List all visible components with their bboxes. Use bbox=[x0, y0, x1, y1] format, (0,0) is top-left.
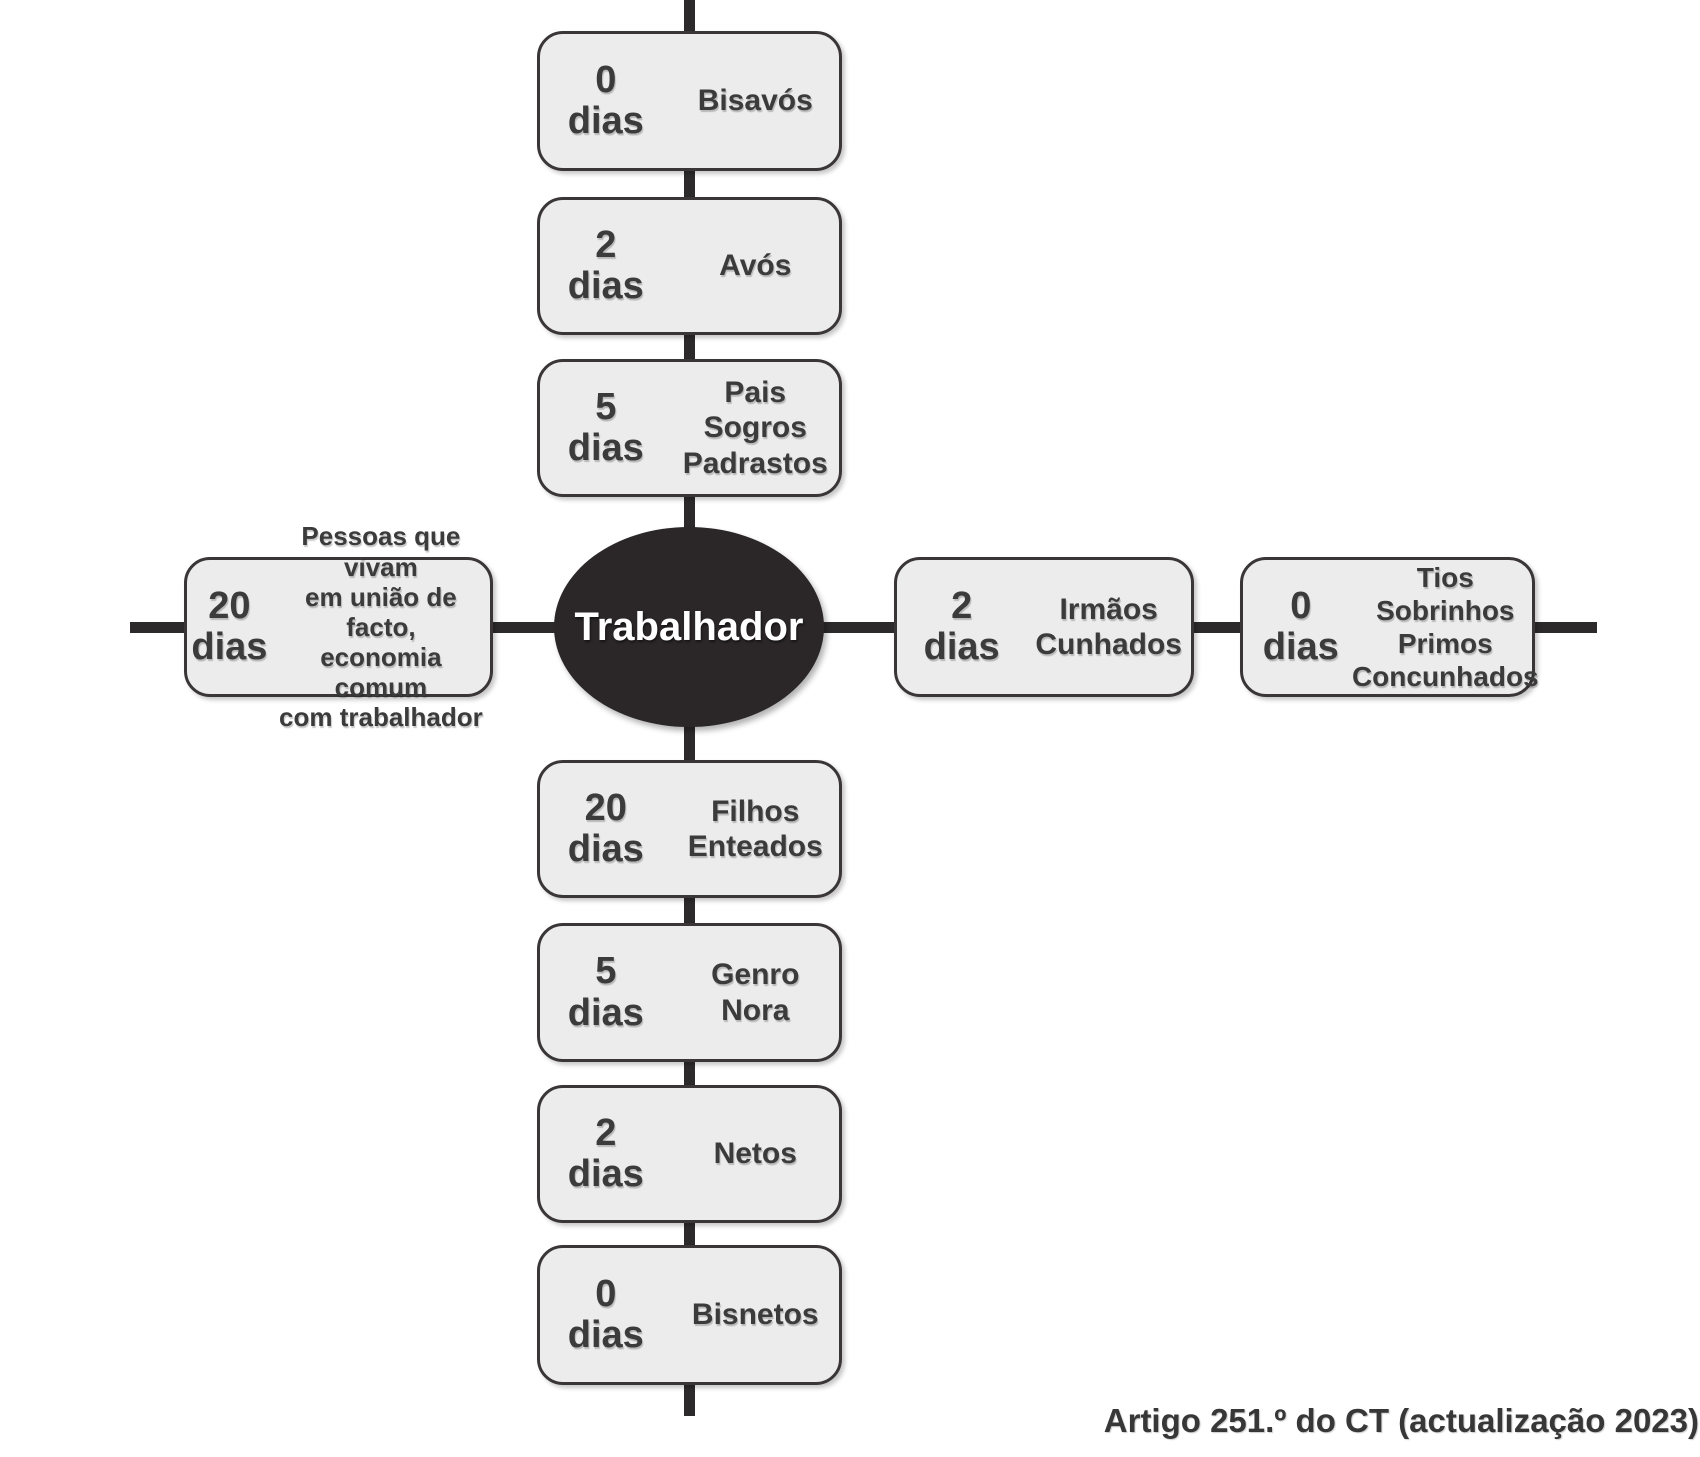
label-line: Pessoas que vivam bbox=[301, 521, 461, 582]
node-days: 2 dias bbox=[540, 223, 672, 307]
label-line: Padrastos bbox=[682, 446, 828, 480]
label-line: Irmãos bbox=[1059, 592, 1158, 626]
node-label: Genro Nora bbox=[672, 957, 839, 1027]
label-line: Netos bbox=[713, 1137, 797, 1171]
node-days: 2 dias bbox=[897, 584, 1026, 668]
node-filhos-enteados: 20 dias Filhos Enteados bbox=[537, 760, 842, 898]
days-unit: dias bbox=[567, 991, 644, 1034]
node-netos: 2 dias Netos bbox=[537, 1085, 842, 1223]
node-days: 0 dias bbox=[540, 1272, 672, 1356]
label-line: Bisavós bbox=[697, 84, 813, 118]
days-unit: dias bbox=[567, 828, 644, 870]
node-days: 0 dias bbox=[540, 58, 672, 142]
node-label: Tios Sobrinhos Primos Concunhados bbox=[1352, 561, 1539, 693]
node-days: 0 dias bbox=[1243, 584, 1359, 668]
label-line: Tios bbox=[1416, 561, 1474, 593]
days-value: 2 bbox=[951, 584, 973, 627]
label-line: Genro bbox=[711, 958, 800, 992]
node-pais-sogros-padrastos: 5 dias Pais Sogros Padrastos bbox=[537, 359, 842, 497]
label-line: Cunhados bbox=[1035, 628, 1182, 661]
node-label: Bisavós bbox=[672, 83, 839, 118]
days-unit: dias bbox=[923, 626, 1000, 668]
node-label: Irmãos Cunhados bbox=[1026, 592, 1191, 662]
node-avos: 2 dias Avós bbox=[537, 197, 842, 335]
label-line: Filhos bbox=[711, 794, 800, 828]
node-label: Avós bbox=[672, 248, 839, 283]
days-value: 0 bbox=[595, 58, 617, 101]
days-unit: dias bbox=[567, 1314, 644, 1356]
node-label: Pais Sogros Padrastos bbox=[672, 375, 839, 480]
days-unit: dias bbox=[567, 265, 644, 307]
node-genro-nora: 5 dias Genro Nora bbox=[537, 923, 842, 1062]
days-unit: dias bbox=[567, 1153, 644, 1195]
node-days: 5 dias bbox=[540, 951, 672, 1033]
node-tios-sobrinhos-primos-concunhados: 0 dias Tios Sobrinhos Primos Concunhados bbox=[1240, 557, 1539, 697]
label-line: em união de facto, bbox=[305, 581, 457, 642]
node-uniao-de-facto: 20 dias Pessoas que vivam em união de fa… bbox=[184, 521, 493, 732]
days-unit: dias bbox=[191, 626, 268, 668]
center-node-trabalhador: Trabalhador bbox=[554, 527, 824, 727]
label-line: Pais bbox=[724, 376, 787, 410]
days-value: 2 bbox=[595, 223, 617, 266]
label-line: Bisnetos bbox=[691, 1298, 819, 1332]
node-bisnetos: 0 dias Bisnetos bbox=[537, 1245, 842, 1385]
label-line: Concunhados bbox=[1351, 661, 1539, 693]
label-line: Avós bbox=[719, 249, 792, 283]
node-label: Netos bbox=[672, 1136, 839, 1171]
node-days: 5 dias bbox=[540, 385, 672, 469]
days-unit: dias bbox=[567, 100, 644, 142]
node-days: 20 dias bbox=[187, 584, 272, 668]
days-value: 0 bbox=[1290, 584, 1312, 627]
label-line: Primos bbox=[1397, 628, 1493, 659]
days-unit: dias bbox=[567, 427, 644, 469]
label-line: com trabalhador bbox=[279, 702, 483, 733]
days-value: 5 bbox=[595, 950, 617, 993]
node-label: Bisnetos bbox=[672, 1297, 839, 1332]
label-line: economia comum bbox=[320, 642, 442, 703]
days-value: 0 bbox=[595, 1272, 617, 1315]
node-days: 2 dias bbox=[540, 1111, 672, 1195]
label-line: Sobrinhos bbox=[1376, 594, 1515, 626]
label-line: Sogros bbox=[703, 411, 807, 445]
connector-horizontal-axis bbox=[130, 622, 1597, 633]
center-node-label: Trabalhador bbox=[574, 604, 804, 649]
footer-caption: Artigo 251.º do CT (actualização 2023) bbox=[1103, 1402, 1699, 1439]
label-line: Enteados bbox=[687, 830, 823, 863]
node-label: Pessoas que vivam em união de facto, eco… bbox=[272, 521, 490, 732]
days-value: 20 bbox=[584, 786, 627, 829]
days-value: 2 bbox=[595, 1111, 617, 1154]
days-value: 5 bbox=[595, 385, 617, 428]
label-line: Nora bbox=[721, 993, 790, 1027]
node-label: Filhos Enteados bbox=[672, 794, 839, 864]
node-days: 20 dias bbox=[540, 786, 672, 870]
days-value: 20 bbox=[208, 584, 251, 627]
node-bisavos: 0 dias Bisavós bbox=[537, 31, 842, 171]
node-irmaos-cunhados: 2 dias Irmãos Cunhados bbox=[894, 557, 1194, 697]
days-unit: dias bbox=[1262, 626, 1339, 668]
